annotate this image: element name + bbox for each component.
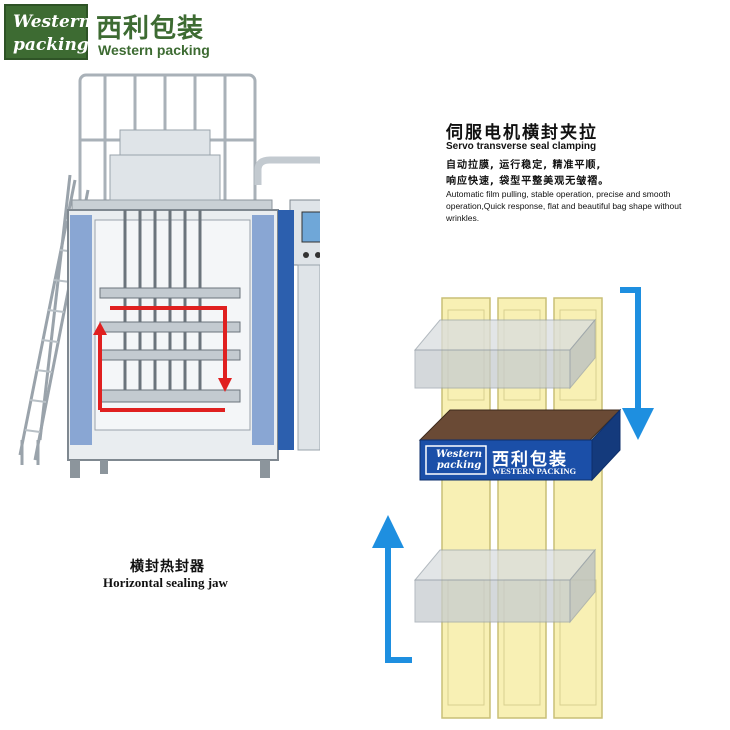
- jaw-label-en: WESTERN PACKING: [492, 466, 577, 476]
- main-sealing-jaw: [418, 408, 622, 482]
- red-motion-arrows: [98, 306, 227, 412]
- jaw-logo-label: Western packing: [430, 449, 488, 471]
- horizontal-jaw-caption-en: Horizontal sealing jaw: [103, 575, 228, 590]
- sealing-jaw-diagram: [372, 287, 654, 719]
- horizontal-jaw-caption-cn: 横封热封器: [130, 559, 205, 575]
- servo-description-cn-2: 响应快速, 袋型平整美观无皱褶。: [446, 176, 610, 187]
- packing-machine-illustration: [18, 73, 320, 478]
- servo-description-en: Automatic film pulling, stable operation…: [446, 189, 682, 223]
- brand-name-en: Western packing: [98, 42, 210, 58]
- lower-transparent-jaw: [413, 548, 597, 624]
- blue-direction-arrows: [385, 287, 641, 663]
- servo-title-cn: 伺服电机横封夹拉: [446, 123, 598, 143]
- logo-text-line1: Western: [13, 12, 92, 32]
- jaw-logo-line2: packing: [436, 460, 482, 471]
- logo-text-line2: packing: [13, 35, 89, 55]
- brand-logo: Western packing: [4, 4, 92, 60]
- jaw-label-cn: 西利包装: [492, 450, 568, 470]
- arrow-down-head: [622, 408, 654, 440]
- brand-name-cn: 西利包装: [96, 14, 205, 44]
- control-panel: [289, 199, 320, 266]
- jaw-logo-line1: Western: [436, 449, 482, 460]
- upper-transparent-jaw: [413, 318, 597, 390]
- arrow-up-head: [372, 515, 404, 548]
- servo-title-en: Servo transverse seal clamping: [446, 141, 597, 152]
- servo-description-cn-1: 自动拉膜, 运行稳定, 精准平顺,: [446, 160, 602, 171]
